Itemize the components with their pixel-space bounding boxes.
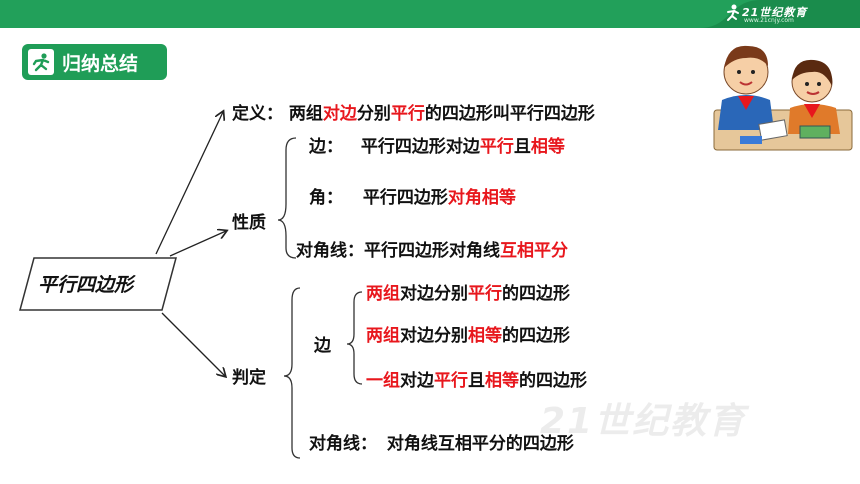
properties-label: 性质 (232, 213, 266, 233)
top-banner: 21世纪教育 www.21cnjy.com (0, 0, 860, 28)
criteria-label: 判定 (232, 368, 266, 388)
brand-logo-url: www.21cnjy.com (744, 17, 794, 24)
property-diagonal-highlight: 互相平分 (500, 241, 568, 261)
runner-icon-box (28, 49, 54, 75)
criteria-highlight: 两组 (366, 326, 400, 346)
banner-wave-decoration (700, 0, 860, 28)
property-side-label: 边： (309, 137, 343, 157)
criteria-highlight: 平行 (434, 371, 468, 391)
definition-part: 分别 (356, 104, 391, 124)
definition-highlight: 平行 (390, 104, 425, 124)
criteria-highlight: 一组 (366, 371, 400, 391)
students-illustration (713, 45, 853, 151)
definition-row: 定义： 两组对边分别平行的四边形叫平行四边形 (232, 103, 595, 125)
criteria-highlight: 平行 (468, 284, 502, 304)
definition-highlight: 对边 (322, 104, 357, 124)
criteria-brace (283, 287, 301, 459)
criteria-diagonal-row: 对角线： 对角线互相平分的四边形 (309, 433, 574, 455)
arrow-to-properties (169, 231, 226, 257)
property-diagonal-label: 对角线： (296, 241, 364, 261)
criteria-diagonal-label: 对角线： (309, 434, 377, 454)
definition-part: 两组 (288, 104, 323, 124)
property-angle-part: 平行四边形 (362, 188, 448, 208)
definition-label: 定义： (232, 104, 283, 124)
criteria-part: 的四边形 (502, 326, 570, 346)
criteria-part: 且 (468, 371, 485, 391)
criteria-rule-1: 两组对边分别平行的四边形 (366, 283, 570, 305)
property-side-highlight: 相等 (530, 137, 565, 157)
criteria-rule-2: 两组对边分别相等的四边形 (366, 325, 570, 347)
watermark-text: 21世纪教育 (540, 401, 747, 442)
root-parallelogram (19, 257, 177, 311)
criteria-highlight: 相等 (485, 371, 519, 391)
property-diagonal-part: 平行四边形对角线 (364, 241, 500, 261)
runner-logo-icon (727, 4, 739, 21)
criteria-diagonal-text: 对角线互相平分的四边形 (386, 434, 574, 454)
criteria-part: 对边 (400, 371, 434, 391)
definition-part: 的四边形叫平行四边形 (424, 104, 595, 124)
criteria-highlight: 相等 (468, 326, 502, 346)
summary-badge: 归纳总结 (22, 44, 167, 80)
root-node-label: 平行四边形 (38, 274, 134, 296)
property-angle-label: 角： (309, 188, 343, 208)
arrow-to-definition (155, 112, 223, 255)
property-side-part: 平行四边形对边 (360, 137, 480, 157)
brand-logo-text: 21世纪教育 (742, 6, 808, 19)
criteria-highlight: 两组 (366, 284, 400, 304)
criteria-rule-3: 一组对边平行且相等的四边形 (366, 370, 587, 392)
criteria-part: 的四边形 (502, 284, 570, 304)
runner-icon (32, 53, 50, 72)
criteria-part: 的四边形 (519, 371, 587, 391)
property-angle-highlight: 对角相等 (447, 188, 516, 208)
property-angle-row: 角： 平行四边形对角相等 (309, 187, 516, 209)
property-side-part: 且 (513, 137, 531, 157)
summary-title: 归纳总结 (62, 52, 139, 75)
criteria-part: 对边分别 (400, 326, 468, 346)
arrow-to-criteria (161, 312, 225, 376)
criteria-part: 对边分别 (400, 284, 468, 304)
property-side-highlight: 平行 (479, 137, 514, 157)
criteria-side-brace (346, 291, 363, 385)
properties-brace (277, 137, 297, 259)
property-side-row: 边： 平行四边形对边平行且相等 (309, 136, 565, 158)
property-diagonal-row: 对角线：平行四边形对角线互相平分 (296, 240, 568, 262)
criteria-side-label: 边 (314, 336, 331, 356)
